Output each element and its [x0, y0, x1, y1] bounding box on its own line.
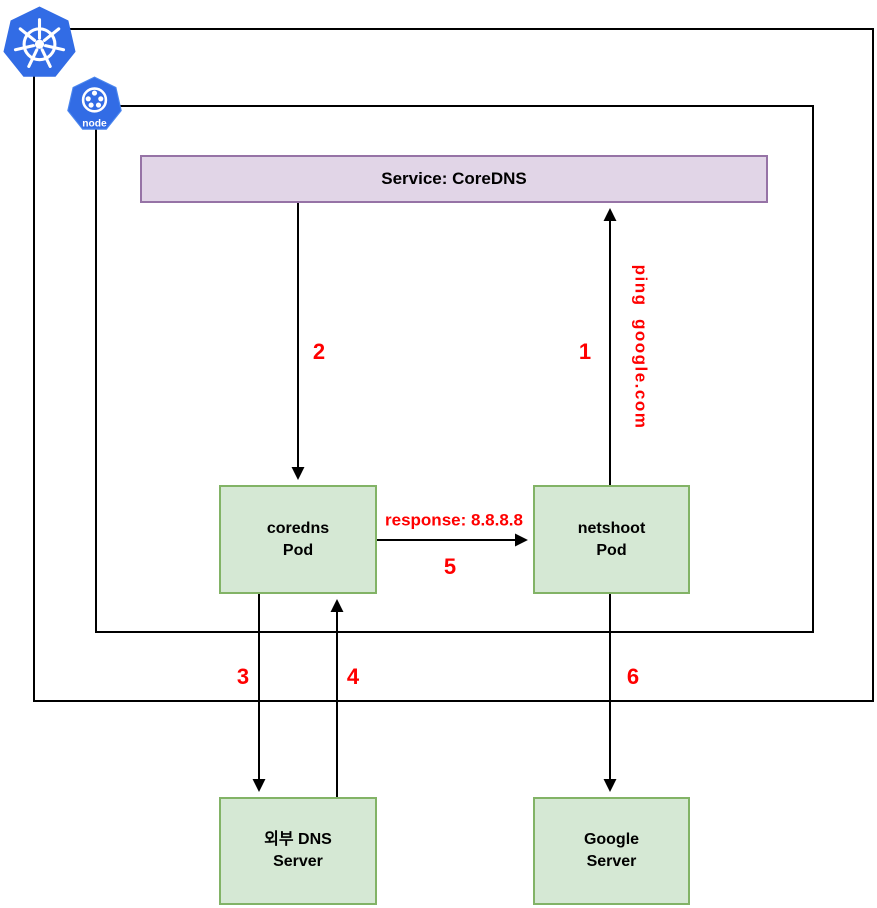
google-server-label: Google Server: [583, 831, 640, 870]
step-1-label: 1: [578, 339, 592, 364]
external-dns-server-label: 외부 DNS Server: [264, 831, 332, 870]
step-2-label: 2: [312, 339, 326, 364]
cluster-boundary: [33, 28, 874, 702]
response-ip-annotation: response: 8.8.8.8: [385, 510, 523, 530]
helm-wheel-icon: [13, 18, 66, 68]
kubernetes-icon: [3, 6, 76, 77]
node-boundary: [95, 105, 814, 633]
service-coredns-label: Service: CoreDNS: [381, 169, 527, 188]
node-icon-label: node: [82, 119, 107, 130]
service-coredns-box: Service: CoreDNS: [140, 155, 768, 203]
node-cluster-glyph: [81, 87, 108, 113]
netshoot-pod-label: netshoot Pod: [577, 519, 646, 559]
step-6-label: 6: [626, 664, 640, 689]
coredns-pod-label: coredns Pod: [266, 519, 330, 559]
coredns-pod-box: coredns Pod: [219, 485, 377, 594]
ping-google-annotation: ping google.com: [631, 264, 651, 430]
external-dns-server-box: 외부 DNS Server: [219, 797, 377, 905]
node-icon: node: [67, 76, 122, 130]
netshoot-pod-box: netshoot Pod: [533, 485, 690, 594]
google-server-box: Google Server: [533, 797, 690, 905]
step-3-label: 3: [236, 664, 250, 689]
step-5-label: 5: [443, 554, 457, 579]
step-4-label: 4: [346, 664, 360, 689]
